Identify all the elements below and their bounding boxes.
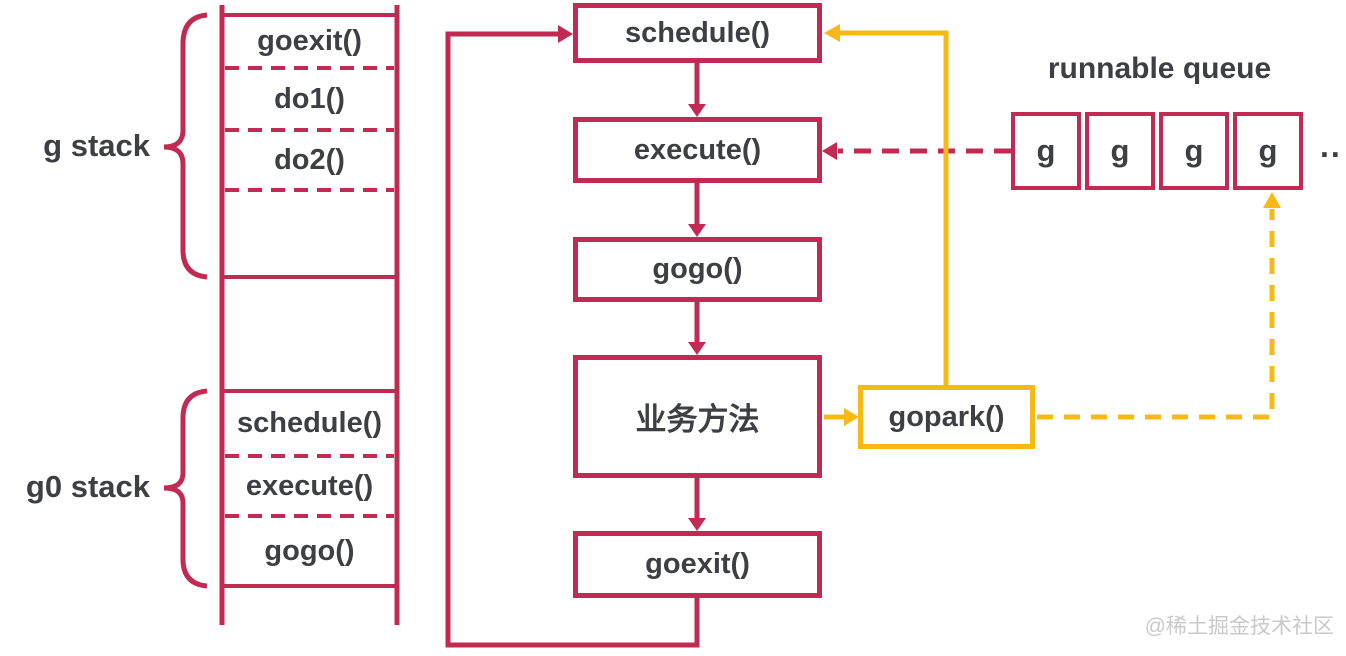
queue-cell: g	[1085, 112, 1155, 190]
g-stack-frame-do2: do2()	[274, 143, 345, 176]
arrow-execute-to-gogo	[688, 183, 706, 237]
arrow-gopark-to-queue	[1037, 192, 1281, 420]
g-stack-label: g stack	[43, 128, 150, 163]
arrow-gopark-to-schedule	[824, 24, 949, 385]
g0-stack-frame-schedule: schedule()	[236, 407, 383, 439]
watermark: @稀土掘金技术社区	[1144, 615, 1334, 638]
node-gopark: gopark()	[858, 385, 1035, 449]
arrow-gogo-to-business	[688, 302, 706, 355]
g0-stack-frame-gogo: gogo()	[264, 534, 355, 567]
arrow-business-to-goexit	[688, 478, 706, 531]
g0-stack-brace	[163, 388, 208, 589]
runnable-queue: g g g g	[1011, 112, 1303, 190]
queue-cell: g	[1233, 112, 1303, 190]
g-stack-brace	[163, 12, 208, 280]
queue-ellipsis: ..	[1320, 128, 1342, 164]
g-stack-frame-goexit: goexit()	[257, 25, 362, 57]
g0-stack-label: g0 stack	[25, 469, 150, 504]
g-stack-frame-do1: do1()	[274, 82, 345, 115]
node-execute: execute()	[573, 117, 822, 183]
g0-stack-frame-execute: execute()	[245, 469, 374, 502]
runnable-queue-title: runnable queue	[1047, 52, 1272, 85]
queue-cell: g	[1159, 112, 1229, 190]
node-goexit: goexit()	[573, 531, 822, 598]
arrow-business-to-gopark	[824, 408, 859, 426]
node-gogo: gogo()	[573, 237, 822, 302]
arrow-schedule-to-execute	[688, 63, 706, 117]
node-business: 业务方法	[573, 355, 822, 478]
arrow-queue-to-execute	[822, 142, 1011, 160]
node-schedule: schedule()	[573, 3, 822, 63]
queue-cell: g	[1011, 112, 1081, 190]
